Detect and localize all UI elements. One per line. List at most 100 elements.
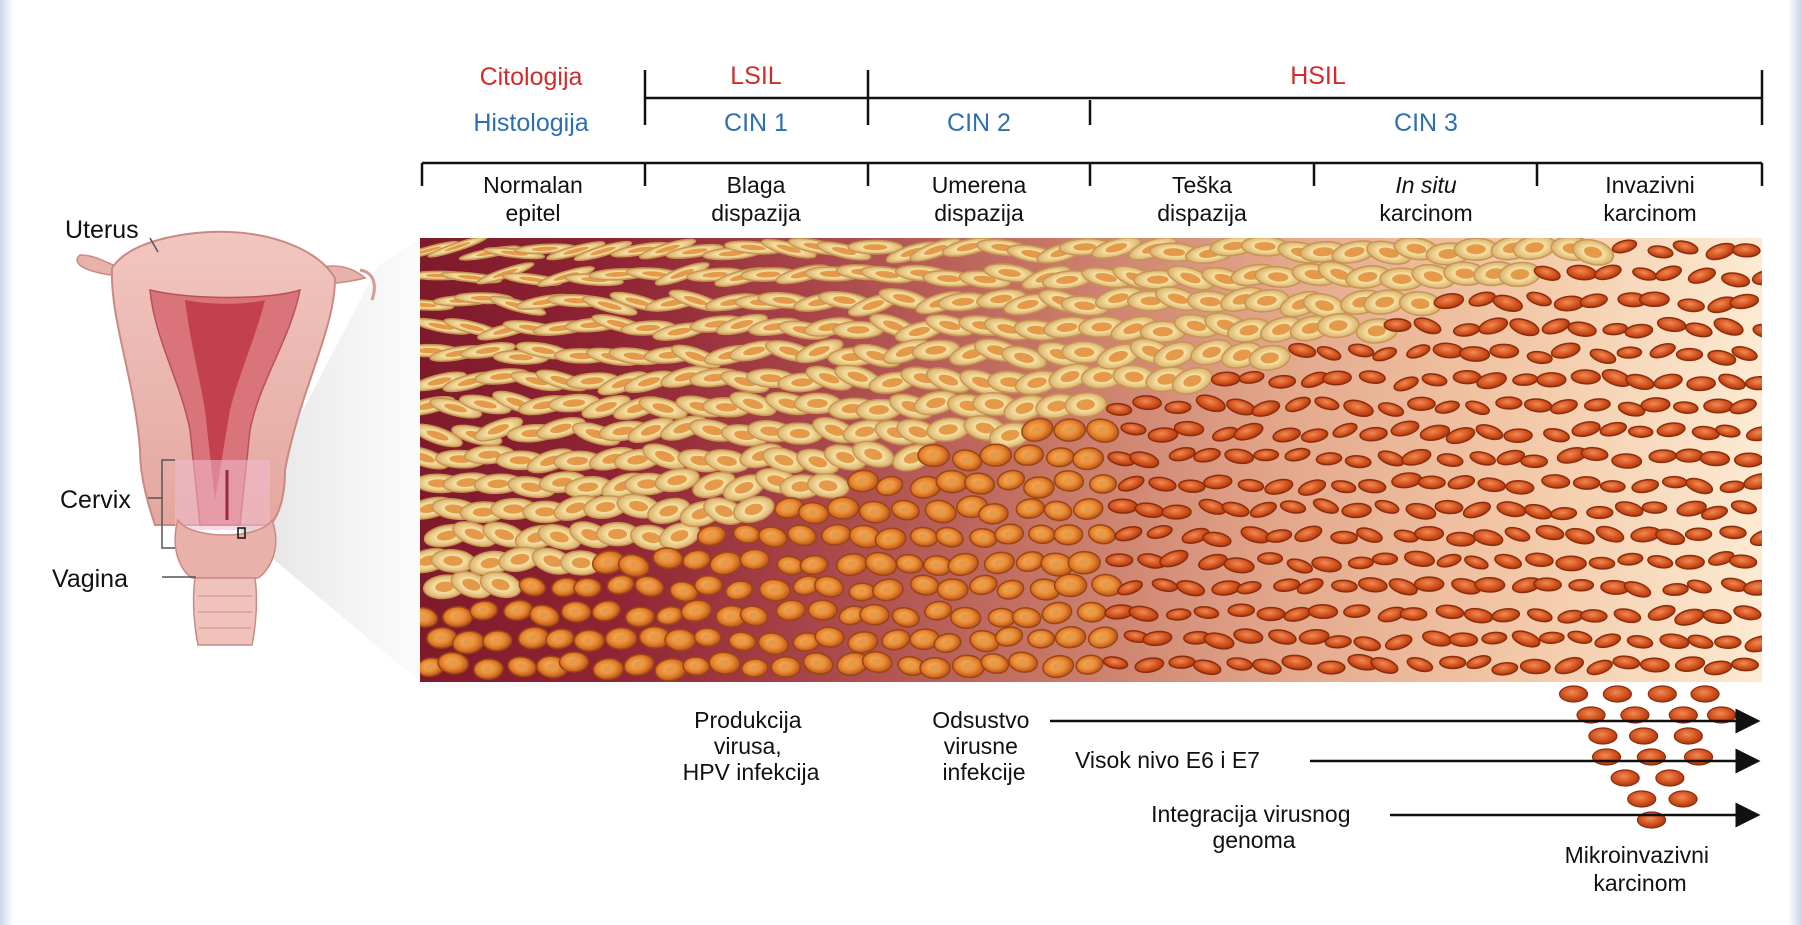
atypical-cell <box>1662 476 1687 488</box>
atypical-cell <box>1169 656 1195 669</box>
atypical-cell <box>1677 349 1703 361</box>
atypical-cell <box>1440 656 1466 668</box>
atypical-cell <box>1537 373 1566 387</box>
basal-cell <box>937 579 968 601</box>
uterus-illustration: Uterus Cervix Vagina <box>52 216 420 682</box>
atypical-cell <box>1649 449 1676 463</box>
atypical-cell <box>1676 555 1705 569</box>
basal-cell <box>1024 477 1055 499</box>
atypical-cell <box>1211 372 1240 387</box>
atypical-cell <box>1400 608 1426 620</box>
atypical-cell <box>1628 426 1652 438</box>
atypical-cell <box>1612 454 1642 469</box>
uterus-label: Uterus <box>65 216 139 244</box>
basal-cell <box>980 444 1012 467</box>
cin3-label: CIN 3 <box>1394 109 1458 137</box>
atypical-cell <box>1574 477 1600 490</box>
lsil-label: LSIL <box>730 62 782 90</box>
integration-note: Integracija virusnog genoma <box>1151 801 1357 853</box>
invasive-cell <box>1593 749 1621 765</box>
atypical-cell <box>1686 528 1712 540</box>
atypical-cell <box>1414 577 1443 591</box>
invasive-cell <box>1611 770 1639 786</box>
atypical-cell <box>1331 531 1357 544</box>
basal-cell <box>1054 418 1086 441</box>
stage-label: Invazivnikarcinom <box>1603 172 1696 226</box>
invasive-cell <box>1691 686 1719 702</box>
citologija-label: Citologija <box>480 63 583 91</box>
absence-note: Odsustvo virusne infekcije <box>932 707 1036 785</box>
basal-cell <box>849 583 875 601</box>
invasive-cell <box>1603 686 1631 702</box>
basal-cell <box>561 601 591 622</box>
atypical-cell <box>1642 502 1667 514</box>
atypical-cell <box>1308 604 1337 618</box>
cin2-label: CIN 2 <box>947 109 1011 137</box>
atypical-cell <box>1418 476 1445 489</box>
atypical-cell <box>1373 553 1398 564</box>
invasive-cell <box>1648 686 1676 702</box>
basal-cell <box>605 627 636 649</box>
atypical-cell <box>1617 347 1642 359</box>
stage-bracket <box>422 163 1762 186</box>
basal-cell <box>695 576 723 595</box>
basal-cell <box>808 600 837 620</box>
cervix-highlight <box>175 460 270 530</box>
atypical-cell <box>1384 319 1411 332</box>
basal-cell <box>936 470 969 493</box>
basal-cell <box>918 444 950 466</box>
atypical-cell <box>1504 429 1532 443</box>
hsil-label: HSIL <box>1290 62 1346 90</box>
atypical-cell <box>1600 481 1625 493</box>
basal-cell <box>473 658 503 679</box>
basal-cell <box>665 629 696 652</box>
atypical-cell <box>1490 344 1519 358</box>
header-rows: Citologija Histologija LSIL HSIL CIN 1 C… <box>473 62 1762 137</box>
invasive-cell <box>1630 728 1658 744</box>
invasive-cell <box>1560 686 1588 702</box>
atypical-cell <box>1746 376 1774 390</box>
basal-cell <box>443 607 473 628</box>
atypical-cell <box>1254 449 1279 461</box>
stage-label: Teškadispazija <box>1157 172 1247 226</box>
invasive-cell <box>1674 728 1702 744</box>
atypical-cell <box>1571 369 1600 384</box>
basal-cell <box>827 497 858 519</box>
epithelium-cells <box>394 233 1782 683</box>
e6e7-note: Visok nivo E6 i E7 <box>1075 747 1260 773</box>
atypical-cell <box>1640 292 1670 306</box>
atypical-cell <box>1106 554 1133 566</box>
stage-label: Normalanepitel <box>483 172 583 226</box>
basal-cell <box>860 604 890 625</box>
atypical-cell <box>1447 532 1476 546</box>
atypical-cell <box>1569 580 1594 591</box>
basal-cell <box>920 658 950 679</box>
cervix-label: Cervix <box>60 486 131 514</box>
invasive-cell <box>1669 791 1697 807</box>
basal-cell <box>1054 525 1083 546</box>
atypical-cell <box>1640 658 1669 673</box>
basal-cell <box>1077 602 1106 622</box>
invasive-cell <box>1685 749 1713 765</box>
stage-label: Blagadispazija <box>711 172 801 226</box>
atypical-cell <box>1520 659 1550 674</box>
atypical-cell <box>1348 557 1373 569</box>
basal-cell <box>574 630 604 651</box>
atypical-cell <box>1704 399 1733 413</box>
atypical-cell <box>1580 609 1607 622</box>
atypical-cell <box>1228 604 1254 616</box>
basal-cell <box>771 657 800 677</box>
atypical-cell <box>1257 607 1285 620</box>
atypical-cell <box>1587 507 1613 519</box>
atypical-cell <box>1733 244 1761 258</box>
basal-cell <box>740 549 770 570</box>
microinvasion-cells <box>1560 686 1736 828</box>
atypical-cell <box>1540 632 1565 644</box>
atypical-cell <box>1496 397 1522 409</box>
production-note: Produkcija virusa, HPV infekcija <box>683 707 820 785</box>
basal-cell <box>1068 551 1100 574</box>
basal-cell <box>694 628 721 647</box>
atypical-cell <box>1534 578 1562 592</box>
stage-label: In situkarcinom <box>1379 172 1472 226</box>
